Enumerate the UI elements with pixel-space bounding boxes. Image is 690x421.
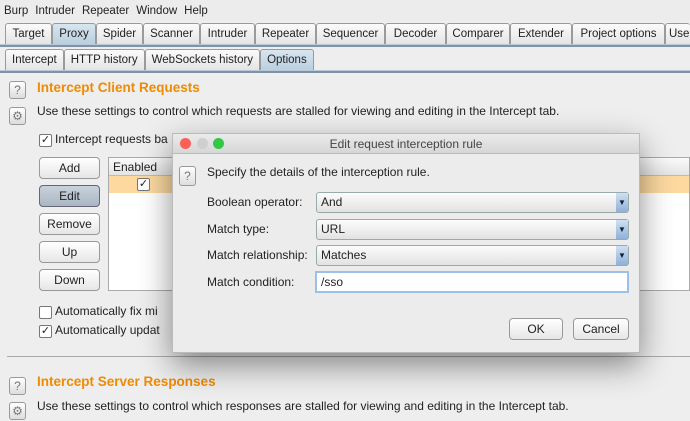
tab-spider[interactable]: Spider: [96, 23, 143, 44]
subtab-options[interactable]: Options: [260, 49, 314, 70]
section-title: Intercept Server Responses: [37, 374, 216, 389]
match-type-value: URL: [321, 222, 346, 236]
intercept-requests-label: Intercept requests ba: [55, 132, 168, 146]
tab-intruder[interactable]: Intruder: [200, 23, 255, 44]
auto-update-label: Automatically updat: [55, 323, 160, 337]
menu-repeater[interactable]: Repeater: [81, 4, 130, 17]
subtab-websockets-history[interactable]: WebSockets history: [144, 49, 261, 70]
chevron-down-icon: ▼: [616, 220, 628, 239]
boolean-operator-value: And: [321, 195, 343, 209]
auto-fix-checkbox[interactable]: [39, 306, 52, 319]
tab-scanner[interactable]: Scanner: [143, 23, 200, 44]
tab-proxy[interactable]: Proxy: [52, 23, 96, 44]
auto-update-checkbox[interactable]: ✓: [39, 325, 52, 338]
remove-button[interactable]: Remove: [39, 213, 100, 235]
tab-decoder[interactable]: Decoder: [385, 23, 446, 44]
add-button[interactable]: Add: [39, 157, 100, 179]
match-condition-label: Match condition:: [207, 275, 295, 289]
tab-project-options[interactable]: Project options: [572, 23, 665, 44]
section-desc: Use these settings to control which requ…: [37, 104, 560, 118]
subtab-http-history[interactable]: HTTP history: [63, 49, 145, 70]
tab-sequencer[interactable]: Sequencer: [316, 23, 385, 44]
auto-fix-label: Automatically fix mi: [55, 304, 158, 318]
help-icon[interactable]: ?: [9, 81, 26, 99]
cancel-button[interactable]: Cancel: [573, 318, 629, 340]
section-desc: Use these settings to control which resp…: [37, 399, 569, 413]
edit-rule-dialog: Edit request interception rule ? Specify…: [172, 133, 640, 353]
menu-burp[interactable]: Burp: [4, 4, 29, 17]
match-type-select[interactable]: URL ▼: [316, 219, 629, 240]
down-button[interactable]: Down: [39, 269, 100, 291]
match-relationship-label: Match relationship:: [207, 248, 308, 262]
help-icon[interactable]: ?: [9, 377, 26, 395]
tab-user-options[interactable]: Use: [665, 23, 690, 44]
tab-comparer[interactable]: Comparer: [446, 23, 510, 44]
chevron-down-icon: ▼: [616, 246, 628, 265]
close-icon[interactable]: [180, 138, 191, 149]
intercept-requests-checkbox[interactable]: ✓: [39, 134, 52, 147]
section-title: Intercept Client Requests: [37, 80, 200, 95]
match-relationship-value: Matches: [321, 248, 367, 262]
proxy-subtabs: Intercept HTTP history WebSockets histor…: [0, 49, 690, 70]
boolean-operator-label: Boolean operator:: [207, 195, 303, 209]
section-divider: [7, 356, 690, 357]
dialog-title: Edit request interception rule: [173, 134, 639, 154]
row-enabled-checkbox[interactable]: ✓: [137, 178, 150, 191]
subtab-intercept[interactable]: Intercept: [5, 49, 64, 70]
subtab-divider: [0, 70, 690, 73]
ok-button[interactable]: OK: [509, 318, 563, 340]
menu-intruder[interactable]: Intruder: [35, 4, 75, 17]
match-relationship-select[interactable]: Matches ▼: [316, 245, 629, 266]
tab-target[interactable]: Target: [5, 23, 52, 44]
match-type-label: Match type:: [207, 222, 270, 236]
menu-bar: Burp Intruder Repeater Window Help: [0, 0, 690, 21]
chevron-down-icon: ▼: [616, 193, 628, 212]
gear-icon[interactable]: ⚙: [9, 402, 26, 420]
help-icon[interactable]: ?: [179, 166, 196, 186]
edit-button[interactable]: Edit: [39, 185, 100, 207]
boolean-operator-select[interactable]: And ▼: [316, 192, 629, 213]
menu-help[interactable]: Help: [184, 4, 208, 17]
tab-extender[interactable]: Extender: [510, 23, 572, 44]
tab-repeater[interactable]: Repeater: [255, 23, 316, 44]
tab-divider: [0, 44, 690, 47]
main-tabs: Target Proxy Spider Scanner Intruder Rep…: [0, 23, 690, 44]
match-condition-input[interactable]: /sso: [315, 271, 629, 293]
menu-window[interactable]: Window: [136, 4, 178, 17]
up-button[interactable]: Up: [39, 241, 100, 263]
maximize-icon[interactable]: [213, 138, 224, 149]
dialog-intro: Specify the details of the interception …: [207, 165, 430, 179]
minimize-icon: [197, 138, 208, 149]
gear-icon[interactable]: ⚙: [9, 107, 26, 125]
